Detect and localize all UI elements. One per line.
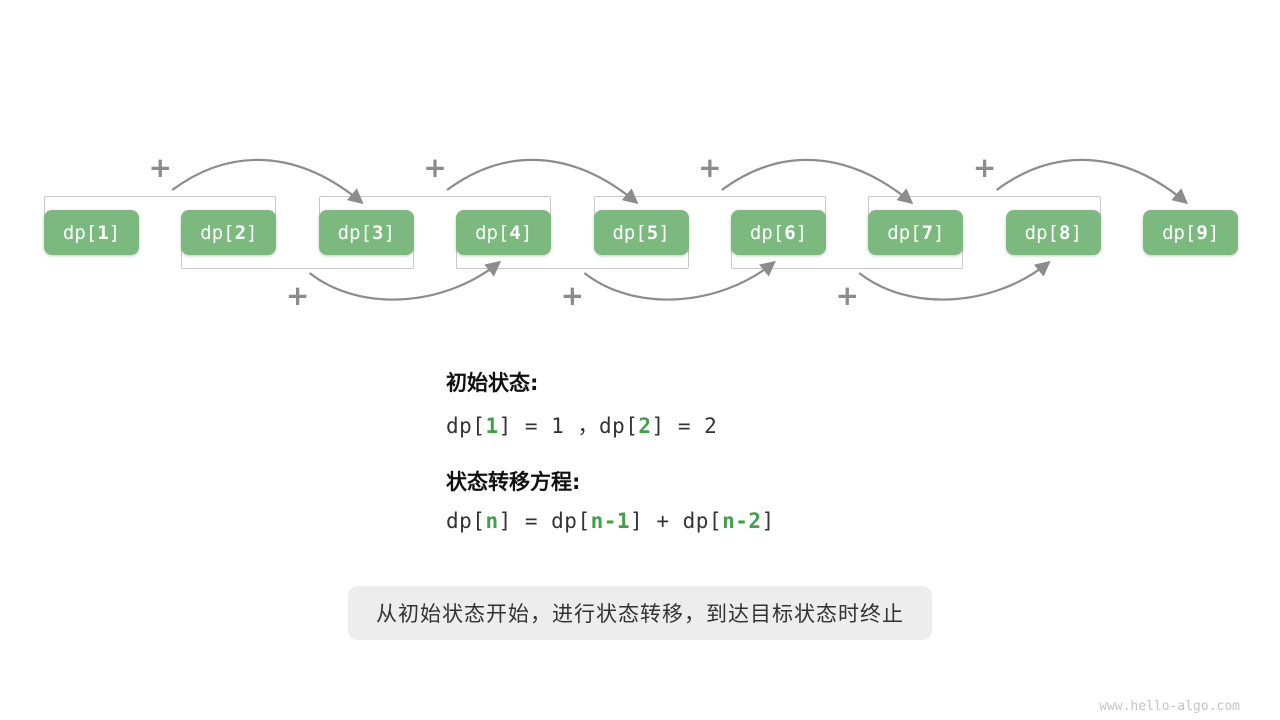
dp-box-index: 1 xyxy=(97,221,109,244)
dp-box-suffix: ] xyxy=(383,221,395,244)
equation-accent-token: n-1 xyxy=(590,509,631,533)
dp-box-prefix: dp[ xyxy=(200,221,235,244)
equation-token: ] = 1 ，dp[ xyxy=(498,414,639,438)
dp-box-3: dp[3] xyxy=(318,210,414,255)
equation-accent-token: n xyxy=(485,509,499,533)
plus-icon: + xyxy=(560,279,585,312)
dp-box-prefix: dp[ xyxy=(62,221,98,244)
dp-box-index: 5 xyxy=(646,221,659,244)
equation-token: ] = 2 xyxy=(651,414,718,438)
equation-accent-token: n-2 xyxy=(722,509,762,533)
plus-icon: + xyxy=(285,279,310,312)
dp-box-suffix: ] xyxy=(246,221,258,244)
dp-box-8: dp[8] xyxy=(1005,210,1101,255)
equation-token: ] = dp[ xyxy=(498,509,591,533)
dp-box-2: dp[2] xyxy=(181,210,277,255)
dp-box-prefix: dp[ xyxy=(1024,221,1059,244)
dp-box-index: 7 xyxy=(921,221,934,244)
plus-icon: + xyxy=(148,151,172,184)
dp-box-prefix: dp[ xyxy=(612,221,647,244)
equation-token: dp[ xyxy=(446,414,486,438)
plus-icon: + xyxy=(423,151,447,184)
dp-box-prefix: dp[ xyxy=(337,221,372,244)
plus-icon: + xyxy=(698,151,722,184)
dp-box-6: dp[6] xyxy=(731,210,826,255)
dp-box-suffix: ] xyxy=(1070,221,1082,244)
transition-equation-label: 状态转移方程: xyxy=(446,470,581,494)
dp-box-index: 4 xyxy=(509,221,521,244)
dp-box-prefix: dp[ xyxy=(475,221,510,244)
dp-box-5: dp[5] xyxy=(593,210,689,255)
equation-token: dp[ xyxy=(446,509,486,533)
dp-box-index: 8 xyxy=(1059,221,1071,244)
dp-box-index: 9 xyxy=(1196,221,1208,244)
equation-accent-token: 2 xyxy=(638,414,652,438)
equation-token: ] + dp[ xyxy=(630,509,723,533)
dp-box-suffix: ] xyxy=(658,221,670,244)
dp-box-prefix: dp[ xyxy=(1162,221,1197,244)
transition-equation: dp[n] = dp[n-1] + dp[n-2] xyxy=(446,509,775,533)
note-row: 从初始状态开始，进行状态转移，到达目标状态时终止 xyxy=(0,586,1280,640)
dp-box-index: 2 xyxy=(234,221,247,244)
dp-box-suffix: ] xyxy=(520,221,533,244)
dp-box-index: 6 xyxy=(784,221,796,244)
equation-accent-token: 1 xyxy=(485,414,499,438)
dp-box-suffix: ] xyxy=(108,221,121,244)
watermark: www.hello-algo.com xyxy=(1099,699,1240,714)
dp-box-9: dp[9] xyxy=(1143,210,1239,255)
initial-state-equation: dp[1] = 1 ，dp[2] = 2 xyxy=(446,410,717,440)
dp-box-index: 3 xyxy=(372,221,384,244)
dp-box-1: dp[1] xyxy=(44,210,139,255)
dp-box-prefix: dp[ xyxy=(887,221,922,244)
plus-icon: + xyxy=(972,151,997,184)
dp-box-prefix: dp[ xyxy=(749,221,785,244)
equation-token: ] xyxy=(761,509,775,533)
initial-state-label: 初始状态: xyxy=(446,371,539,395)
dp-box-4: dp[4] xyxy=(456,210,552,255)
dp-box-suffix: ] xyxy=(795,221,808,244)
dp-box-7: dp[7] xyxy=(868,210,964,255)
note-box: 从初始状态开始，进行状态转移，到达目标状态时终止 xyxy=(348,586,932,640)
dp-box-suffix: ] xyxy=(1207,221,1220,244)
dp-box-suffix: ] xyxy=(933,221,945,244)
plus-icon: + xyxy=(835,279,859,312)
